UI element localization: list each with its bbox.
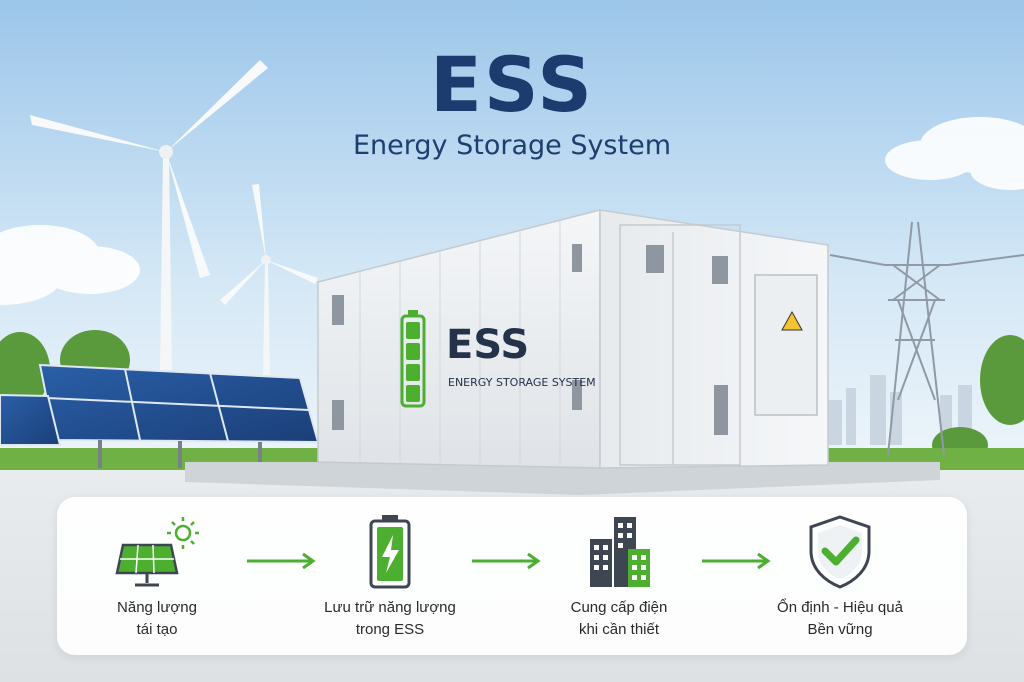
page-title: ESS (430, 40, 594, 129)
arrow-right-icon (702, 552, 771, 570)
wind-turbine-small (220, 184, 318, 375)
step-4-label-line1: Ổn định - Hiệu quả (777, 599, 903, 616)
step-2-label-line1: Lưu trữ năng lượng (324, 599, 456, 616)
step-3-label-line1: Cung cấp điện (570, 599, 668, 616)
concrete-slab (185, 462, 940, 495)
arrow-right-icon (472, 552, 541, 570)
flow-step-renewable: Năng lượng tái tạo (67, 497, 247, 655)
ess-container: ESS ENERGY STORAGE SYSTEM (317, 209, 829, 469)
page-subtitle: Energy Storage System (352, 130, 671, 161)
container-logo-subtext: ENERGY STORAGE SYSTEM (448, 376, 596, 389)
flow-step-supply: Cung cấp điện khi cần thiết (529, 497, 709, 655)
clouds (0, 117, 1024, 305)
solar-array (0, 363, 320, 468)
wind-turbine-large (30, 60, 268, 370)
step-3-label-line2: khi cần thiết (578, 621, 660, 638)
container-logo-text: ESS (446, 322, 529, 368)
step-4-label-line2: Bền vững (807, 621, 873, 638)
arrow-right-icon (247, 552, 316, 570)
step-1-label-line2: tái tạo (136, 621, 178, 638)
process-flow-panel: Năng lượng tái tạo Lưu trữ năng lượng tr… (57, 497, 967, 655)
battery-charging-icon (369, 515, 411, 589)
flow-step-stable: Ổn định - Hiệu quả Bền vững (750, 497, 930, 655)
solar-panel-icon (115, 517, 199, 587)
step-2-label-line2: trong ESS (355, 621, 425, 638)
shield-check-icon (809, 515, 871, 589)
power-pylon (829, 221, 1024, 456)
step-1-label-line1: Năng lượng (117, 599, 197, 616)
buildings-icon (590, 517, 650, 587)
flow-step-storage: Lưu trữ năng lượng trong ESS (300, 497, 480, 655)
